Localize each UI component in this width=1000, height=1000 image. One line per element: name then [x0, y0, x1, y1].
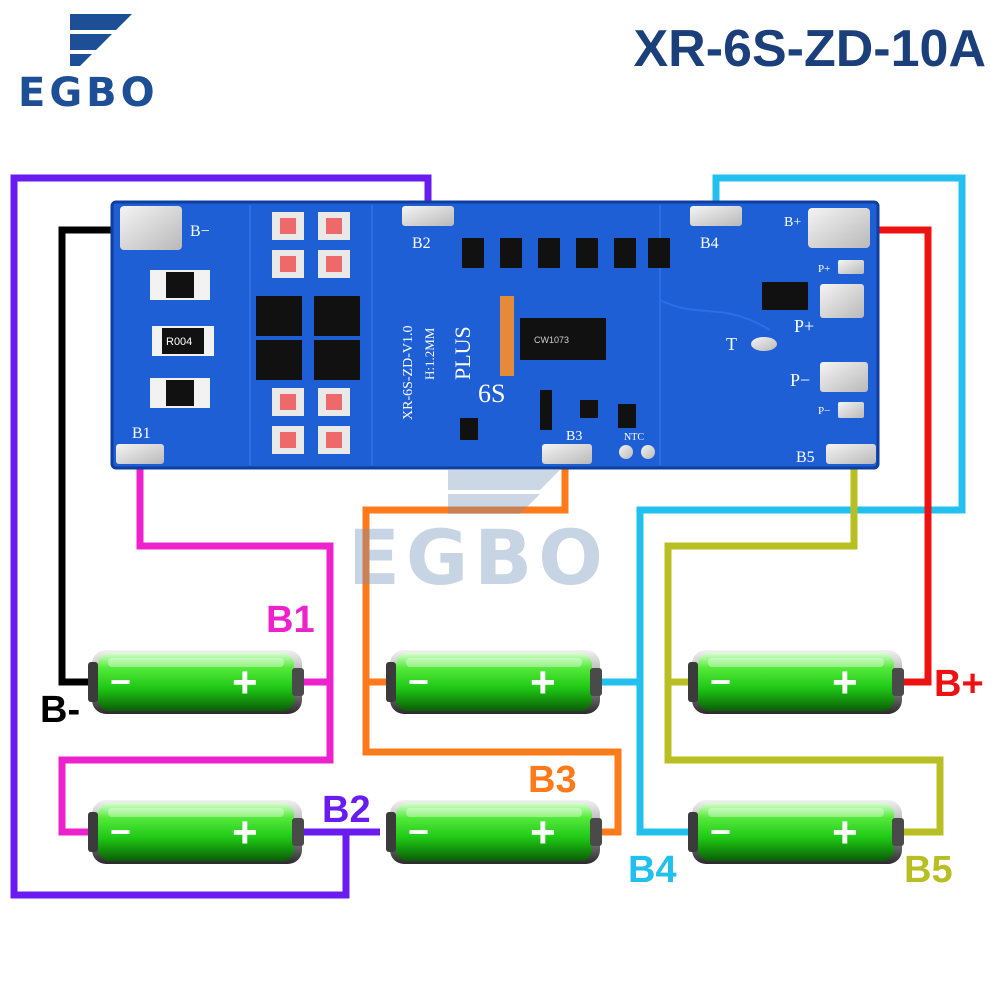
pad-p-minus-small: [838, 402, 864, 418]
battery-plus-symbol: +: [232, 658, 258, 707]
silk-p-plus: P+: [794, 316, 814, 336]
silk-b1: B1: [132, 425, 151, 442]
battery-cell-2: − +: [386, 650, 602, 714]
label-b3: B3: [528, 759, 577, 801]
silk-version: XR-6S-ZD-V1.0: [401, 326, 416, 421]
protection-ic: [520, 318, 606, 360]
battery-plus-symbol: +: [530, 808, 556, 857]
silk-b4: B4: [700, 235, 719, 252]
label-b2: B2: [322, 789, 371, 831]
model-title: XR-6S-ZD-10A: [634, 20, 987, 78]
battery-minus-symbol: −: [408, 661, 429, 702]
silk-cells: 6S: [478, 379, 505, 408]
diode: [762, 282, 808, 310]
silk-p-plus-small: P+: [818, 263, 830, 275]
brand-logo: [70, 14, 132, 66]
label-b5: B5: [904, 849, 953, 891]
battery-plus-symbol: +: [530, 658, 556, 707]
wire-b1: [58, 460, 334, 836]
bms-board: B− B2 B4 B+ P+ P+ T P− P− B1 B3 NTC B5 6…: [110, 200, 880, 470]
pad-b4: [690, 206, 742, 226]
silk-b5: B5: [796, 449, 815, 466]
battery-cell-6: − +: [688, 800, 904, 864]
pad-b2: [402, 206, 454, 226]
battery-minus-symbol: −: [110, 811, 131, 852]
transistor-row: [462, 238, 670, 268]
brand-logo-mark: [70, 14, 132, 66]
pad-b5: [826, 444, 876, 464]
label-b1: B1: [266, 599, 315, 641]
battery-cell-3: − +: [688, 650, 904, 714]
battery-plus-symbol: +: [832, 808, 858, 857]
pad-ntc-1: [619, 445, 633, 459]
pad-ntc-2: [641, 445, 655, 459]
pad-b-plus: [808, 208, 870, 248]
wire-b5: [664, 460, 944, 836]
mosfet-array: [256, 296, 360, 380]
battery-cell-5: − +: [386, 800, 602, 864]
label-b-plus: B+: [934, 663, 984, 705]
silk-b3: B3: [566, 429, 582, 444]
label-b-minus: B-: [40, 689, 80, 731]
wire-b3: [362, 460, 622, 836]
battery-minus-symbol: −: [408, 811, 429, 852]
pad-p-plus: [820, 284, 864, 318]
silk-b2: B2: [412, 235, 431, 252]
chip-marking: CW1073: [534, 335, 569, 345]
battery-minus-symbol: −: [710, 811, 731, 852]
pad-b1: [116, 444, 164, 464]
pad-p-minus: [820, 362, 868, 392]
battery-cell-1: − +: [88, 650, 304, 714]
silk-plus: PLUS: [450, 326, 475, 380]
silk-t: T: [726, 334, 737, 354]
pad-b3: [542, 444, 592, 464]
battery-minus-symbol: −: [710, 661, 731, 702]
watermark-text: EGBO: [348, 513, 609, 602]
battery-plus-symbol: +: [832, 658, 858, 707]
brand-name: EGBO: [18, 70, 159, 116]
pad-b-minus: [120, 206, 182, 250]
battery-cell-4: − +: [88, 800, 304, 864]
silk-p-minus: P−: [790, 370, 810, 390]
silk-p-minus-small: P−: [818, 405, 830, 417]
silk-ntc: NTC: [624, 432, 644, 443]
label-b4: B4: [628, 849, 677, 891]
pad-p-plus-small: [838, 260, 864, 274]
silk-thickness: H:1.2MM: [422, 327, 437, 380]
resistor-marking: R004: [166, 336, 192, 348]
wire-b-plus: [856, 226, 932, 686]
pad-t: [751, 337, 777, 351]
wire-b-minus: [58, 226, 150, 686]
battery-minus-symbol: −: [110, 661, 131, 702]
silk-b-plus: B+: [784, 215, 801, 230]
battery-plus-symbol: +: [232, 808, 258, 857]
wire-b4: [636, 174, 966, 836]
watermark-logo: [448, 470, 560, 514]
silk-b-minus: B−: [190, 223, 210, 240]
